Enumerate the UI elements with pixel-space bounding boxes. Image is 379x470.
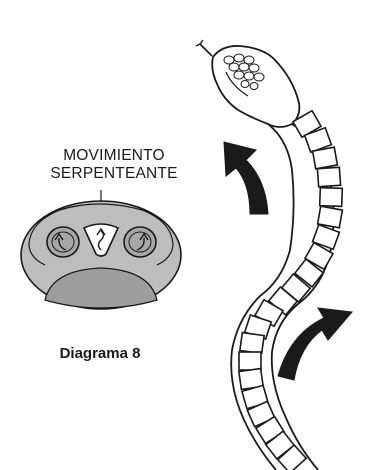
curved-arrow-up-icon — [224, 142, 268, 214]
left-turn-button[interactable] — [47, 227, 79, 257]
snake-tongue — [196, 40, 212, 56]
right-turn-button[interactable] — [124, 227, 156, 257]
snake — [196, 40, 342, 470]
curved-arrow-up-right-icon — [278, 308, 352, 380]
remote-control — [21, 201, 181, 309]
